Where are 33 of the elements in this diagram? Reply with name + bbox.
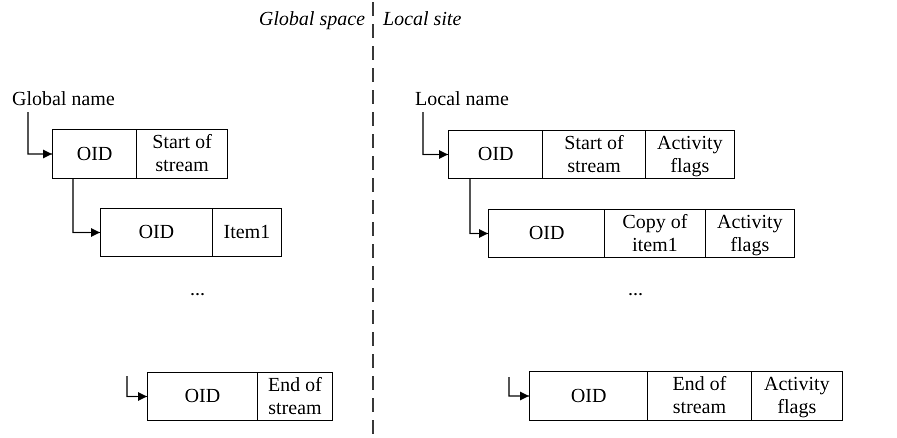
- record-field: OID: [489, 210, 604, 257]
- record-box: [448, 130, 735, 179]
- ellipsis-text: ...: [190, 278, 205, 301]
- record-field: OID: [530, 372, 648, 420]
- record-field: Activity flags: [704, 210, 794, 257]
- arrow: [508, 377, 529, 400]
- arrow: [72, 179, 100, 237]
- record-field: Start of stream: [542, 131, 645, 178]
- pointer-name: Global name: [12, 88, 115, 111]
- arrow: [469, 179, 488, 238]
- record-field: OID: [148, 373, 257, 420]
- ellipsis-text: ...: [628, 278, 643, 301]
- record-field: Start of stream: [136, 130, 227, 178]
- record-field: Copy of item1: [604, 210, 705, 257]
- record-box: [488, 209, 795, 258]
- record-box: [529, 371, 843, 421]
- record-field: OID: [449, 131, 542, 178]
- record-field: End of stream: [647, 372, 751, 420]
- pointer-name: Local name: [415, 88, 509, 111]
- record-box: [52, 129, 228, 179]
- record-box: [100, 208, 282, 257]
- record-field: OID: [53, 130, 136, 178]
- arrow: [126, 376, 147, 401]
- region-heading: Global space: [258, 8, 365, 31]
- record-field: Activity flags: [750, 372, 842, 420]
- arrow: [422, 112, 448, 159]
- record-field: Activity flags: [644, 131, 734, 178]
- region-heading: Local site: [383, 8, 462, 31]
- record-field: OID: [101, 209, 212, 256]
- record-box: [147, 372, 333, 421]
- record-field: Item1: [212, 209, 281, 256]
- arrow: [27, 112, 52, 158]
- record-field: End of stream: [256, 373, 332, 420]
